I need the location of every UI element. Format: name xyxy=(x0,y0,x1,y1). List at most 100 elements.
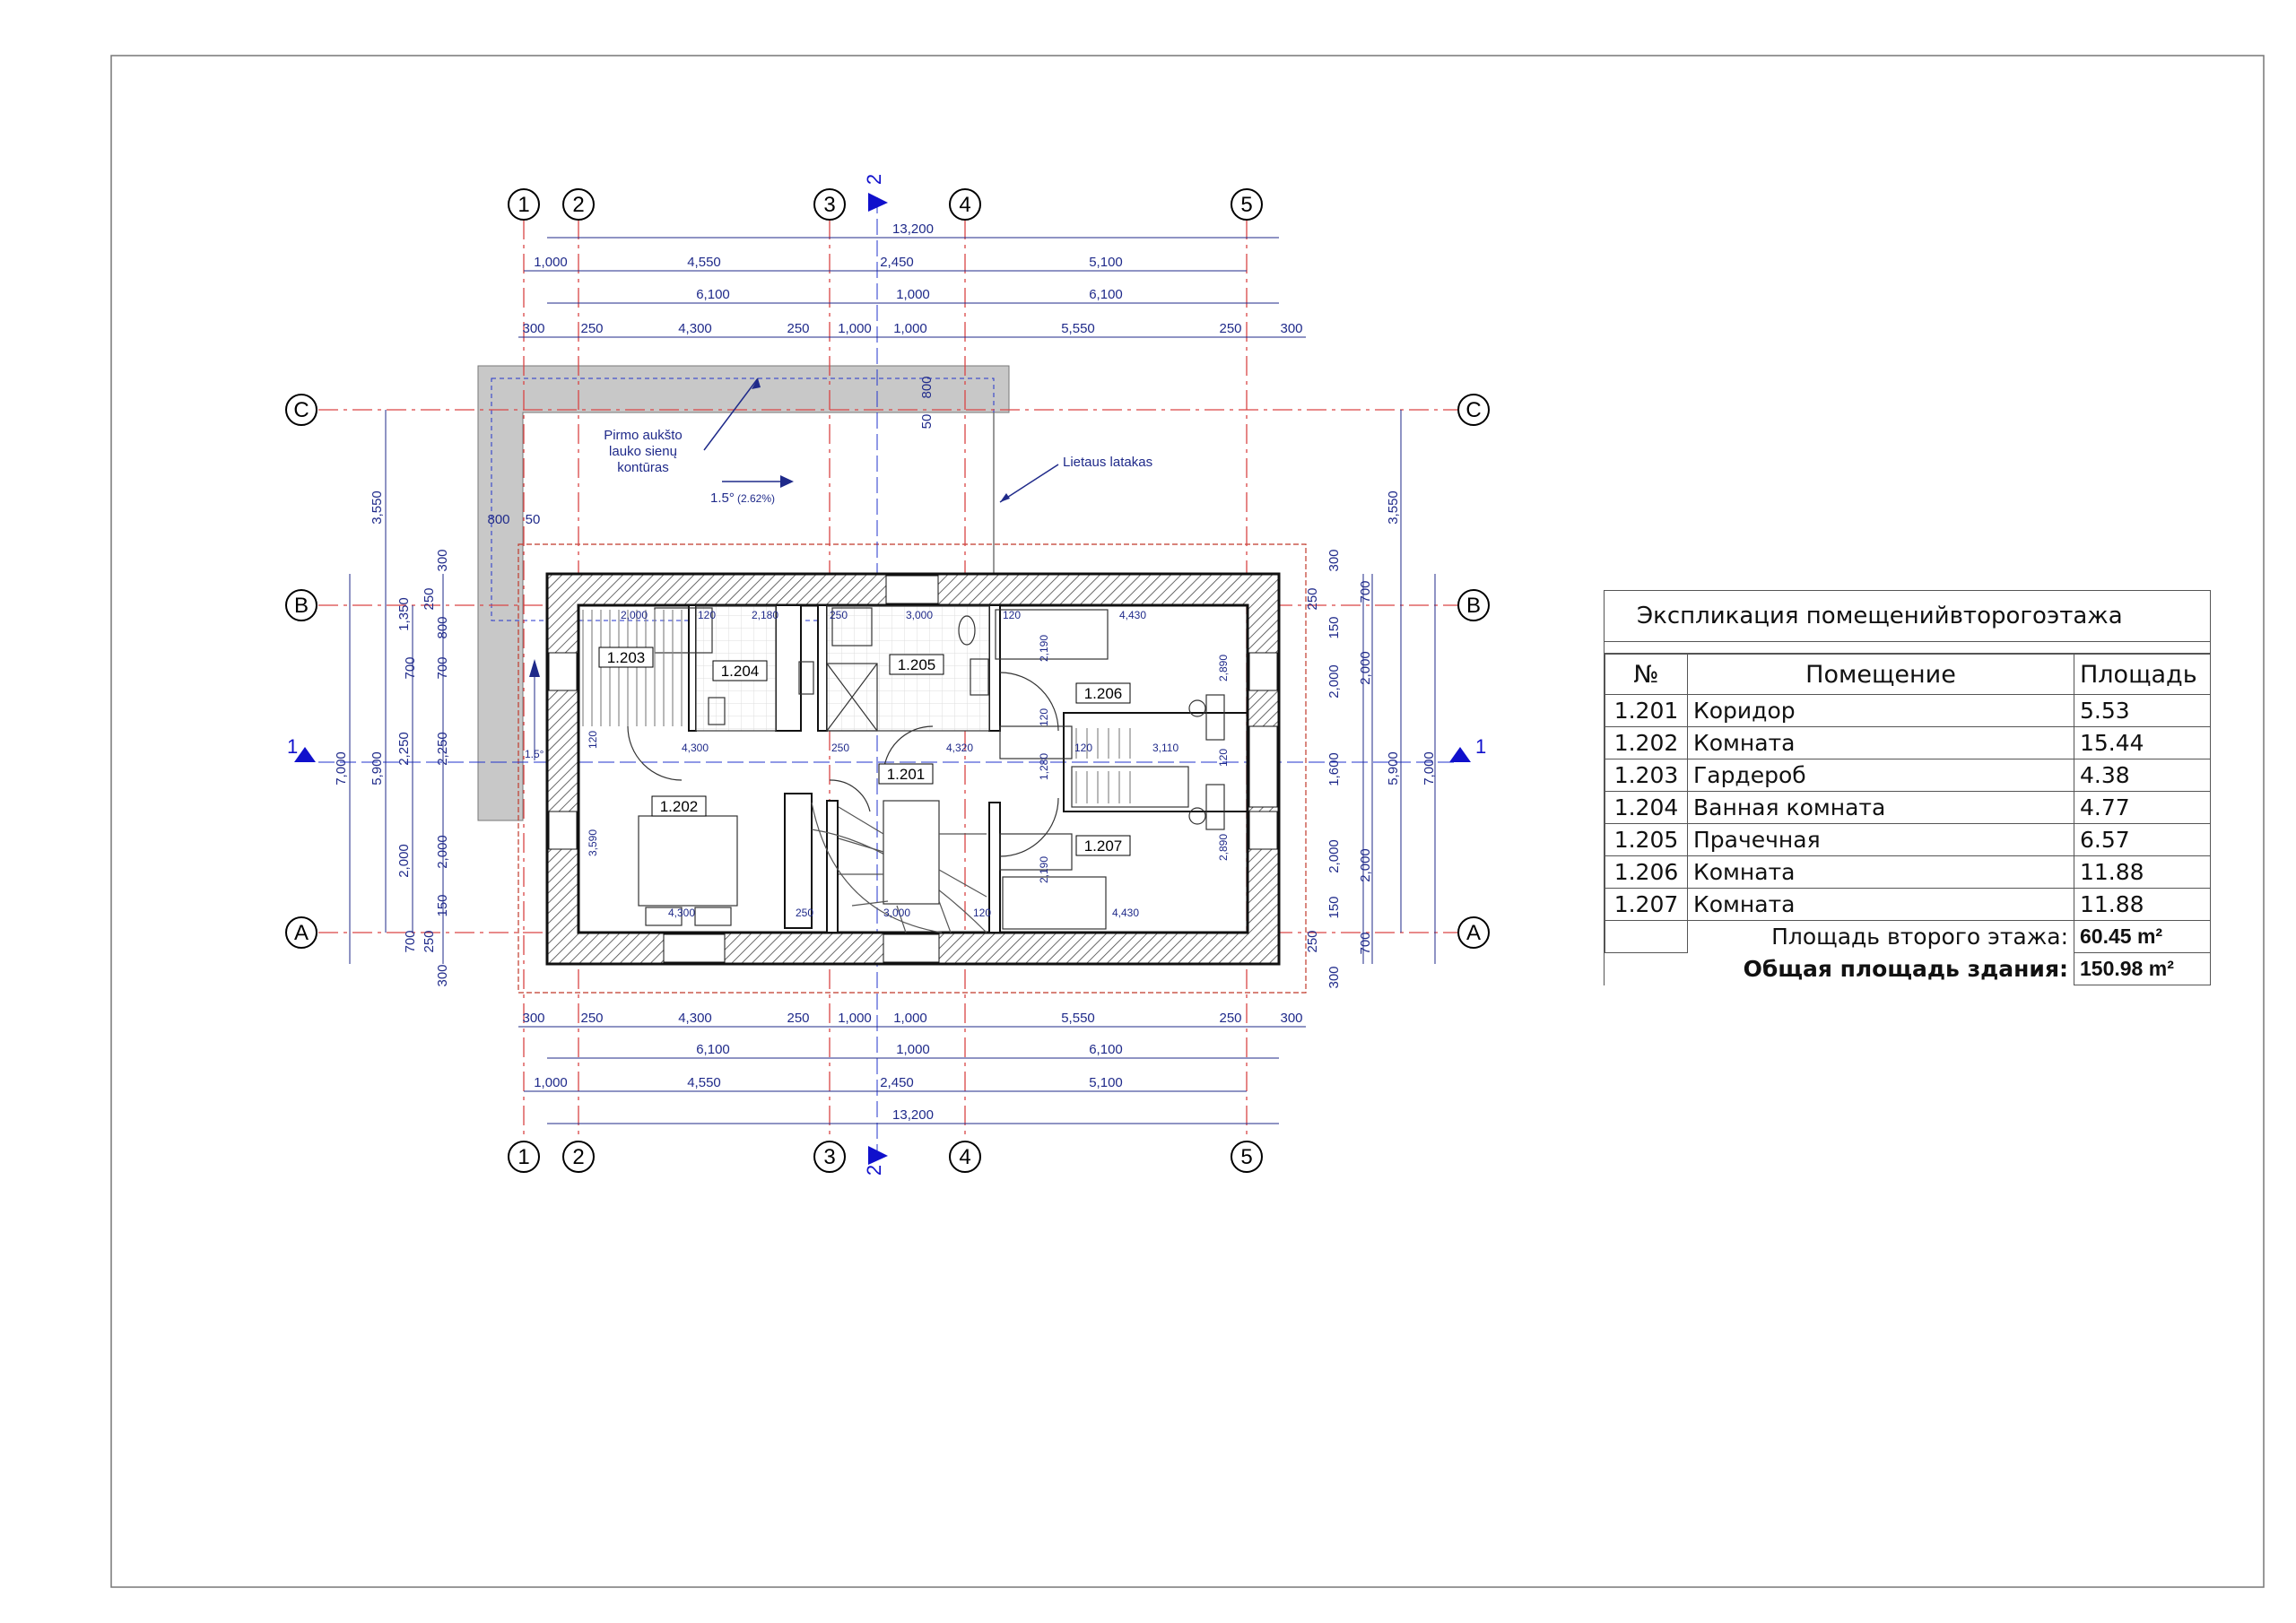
dim-top-r2-0: 1,000 xyxy=(534,255,568,270)
int-dim-19: 250 xyxy=(796,907,813,919)
int-dim-2: 2,180 xyxy=(752,609,778,621)
dim-bot-r2-0: 6,100 xyxy=(696,1042,730,1057)
axis-a-right: A xyxy=(1466,921,1481,945)
dim-left-mid: 5,900 xyxy=(370,751,385,785)
row-area: 6.57 xyxy=(2074,823,2211,856)
dim-bot-r1-8: 300 xyxy=(1280,1011,1302,1026)
row-room: Гардероб xyxy=(1687,759,2074,792)
dim-top-r4-5: 1,000 xyxy=(893,321,927,336)
dim-left-col5-3: 2,250 xyxy=(435,732,450,766)
axis-2-bottom: 2 xyxy=(572,1145,584,1169)
axis-2-top: 2 xyxy=(572,193,584,217)
int-dim-4: 3,000 xyxy=(906,609,933,621)
floor-area-blank xyxy=(1605,920,1688,953)
dim-top-r4-3: 250 xyxy=(787,321,809,336)
dim-bot-r3-2: 2,450 xyxy=(880,1075,914,1090)
axis-3-bottom: 3 xyxy=(823,1145,835,1169)
note-wall-contour-2: lauko sienų xyxy=(609,444,677,459)
room-labels xyxy=(598,647,1131,856)
dim-roof-800-top: 800 xyxy=(919,376,935,398)
col-header-area: Площадь xyxy=(2074,654,2211,695)
dim-right-col2-2: 2,000 xyxy=(1326,664,1342,699)
table-row: 1.203 Гардероб 4.38 xyxy=(1605,759,2211,792)
dim-left-col4-2: 700 xyxy=(403,930,418,952)
dim-roof-800-left: 800 xyxy=(487,512,509,527)
section-1-left: 1 xyxy=(287,735,298,758)
dim-bot-r1-2: 4,300 xyxy=(678,1011,712,1026)
axis-3-top: 3 xyxy=(823,193,835,217)
dim-bot-r1-5: 1,000 xyxy=(893,1011,927,1026)
sheet-frame xyxy=(110,55,2265,1588)
int-dim-23: 2,190 xyxy=(1038,856,1050,883)
note-wall-contour-3: kontūras xyxy=(617,460,669,475)
section-markers: 2 2 1 1 xyxy=(287,174,1486,1176)
dim-left-col5-6: 300 xyxy=(435,964,450,986)
dim-left-col5-5: 150 xyxy=(435,894,450,916)
dim-left-col3-0: 1,350 xyxy=(396,597,412,631)
dim-left-outer: 7,000 xyxy=(334,751,349,785)
note-wall-contour-1: Pirmo aukšto xyxy=(604,428,683,443)
row-room: Коридор xyxy=(1687,694,2074,727)
row-room: Комната xyxy=(1687,726,2074,759)
row-number: 1.203 xyxy=(1605,759,1688,792)
dim-right-col2-3: 1,600 xyxy=(1326,752,1342,786)
dim-right-col3-0: 700 xyxy=(1358,580,1373,603)
table-row: 1.202 Комната 15.44 xyxy=(1605,726,2211,759)
row-area: 11.88 xyxy=(2074,888,2211,921)
dim-left-col4-0: 250 xyxy=(422,587,437,610)
table-row: 1.207 Комната 11.88 xyxy=(1605,888,2211,921)
row-area: 5.53 xyxy=(2074,694,2211,727)
explication-title: Экспликация помещенийвторогоэтажа xyxy=(1605,591,2210,642)
table-header-row: № Помещение Площадь xyxy=(1605,654,2211,695)
dim-bot-r1-1: 250 xyxy=(580,1011,603,1026)
dim-bot-r1-3: 250 xyxy=(787,1011,809,1026)
row-area: 15.44 xyxy=(2074,726,2211,759)
total-area-row: Общая площадь здания: 150.98 m² xyxy=(1605,952,2211,985)
outer-contour xyxy=(517,543,1307,994)
section-2-bottom: 2 xyxy=(863,1165,885,1176)
dim-top-r4-1: 250 xyxy=(580,321,603,336)
dim-top-r2-2: 2,450 xyxy=(880,255,914,270)
total-area-label: Общая площадь здания: xyxy=(1743,956,2068,983)
room-1207: 1.207 xyxy=(1084,838,1123,855)
dim-left-col5-0: 300 xyxy=(435,549,450,571)
int-dim-8: 2,890 xyxy=(1217,655,1230,681)
row-area: 4.38 xyxy=(2074,759,2211,792)
dim-top-r2-3: 5,100 xyxy=(1089,255,1123,270)
int-dim-5: 120 xyxy=(1003,609,1021,621)
dim-bot-r2-1: 1,000 xyxy=(896,1042,930,1057)
table-row: 1.201 Коридор 5.53 xyxy=(1605,694,2211,727)
axis-4-top: 4 xyxy=(959,193,970,217)
room-1204: 1.204 xyxy=(721,663,760,680)
axis-1-top: 1 xyxy=(517,193,529,217)
axis-b-left: B xyxy=(294,594,309,618)
floor-area-label: Площадь второго этажа: xyxy=(1687,920,2074,953)
int-dim-17: 3,590 xyxy=(587,829,599,856)
int-dim-7: 2,190 xyxy=(1038,635,1050,662)
table-row: 1.204 Ванная комната 4.77 xyxy=(1605,791,2211,824)
annotations xyxy=(529,378,1059,760)
axis-a-left: A xyxy=(294,921,309,945)
dim-right-col2-1: 150 xyxy=(1326,616,1342,638)
col-header-number: № xyxy=(1605,654,1688,695)
row-number: 1.204 xyxy=(1605,791,1688,824)
int-dim-1: 120 xyxy=(698,609,716,621)
dim-right-col2-5: 150 xyxy=(1326,896,1342,918)
row-area: 11.88 xyxy=(2074,855,2211,889)
dim-left-col4-3: 250 xyxy=(422,930,437,952)
int-dim-11: 4,320 xyxy=(946,742,973,754)
room-explication-table: Экспликация помещенийвторогоэтажа № Поме… xyxy=(1604,590,2211,985)
int-dim-10: 250 xyxy=(831,742,849,754)
room-1206: 1.206 xyxy=(1084,685,1123,702)
axis-5-top: 5 xyxy=(1240,193,1252,217)
room-1201: 1.201 xyxy=(887,766,926,783)
int-dim-16: 120 xyxy=(1217,749,1230,767)
dim-top-r3-2: 6,100 xyxy=(1089,287,1123,302)
room-1203: 1.203 xyxy=(607,649,646,666)
dim-bot-r1-6: 5,550 xyxy=(1061,1011,1095,1026)
dim-top-r4-8: 300 xyxy=(1280,321,1302,336)
dim-left-col3-2: 2,000 xyxy=(396,844,412,878)
dim-top-r2-1: 4,550 xyxy=(687,255,721,270)
dimension-lines xyxy=(349,237,1436,1124)
